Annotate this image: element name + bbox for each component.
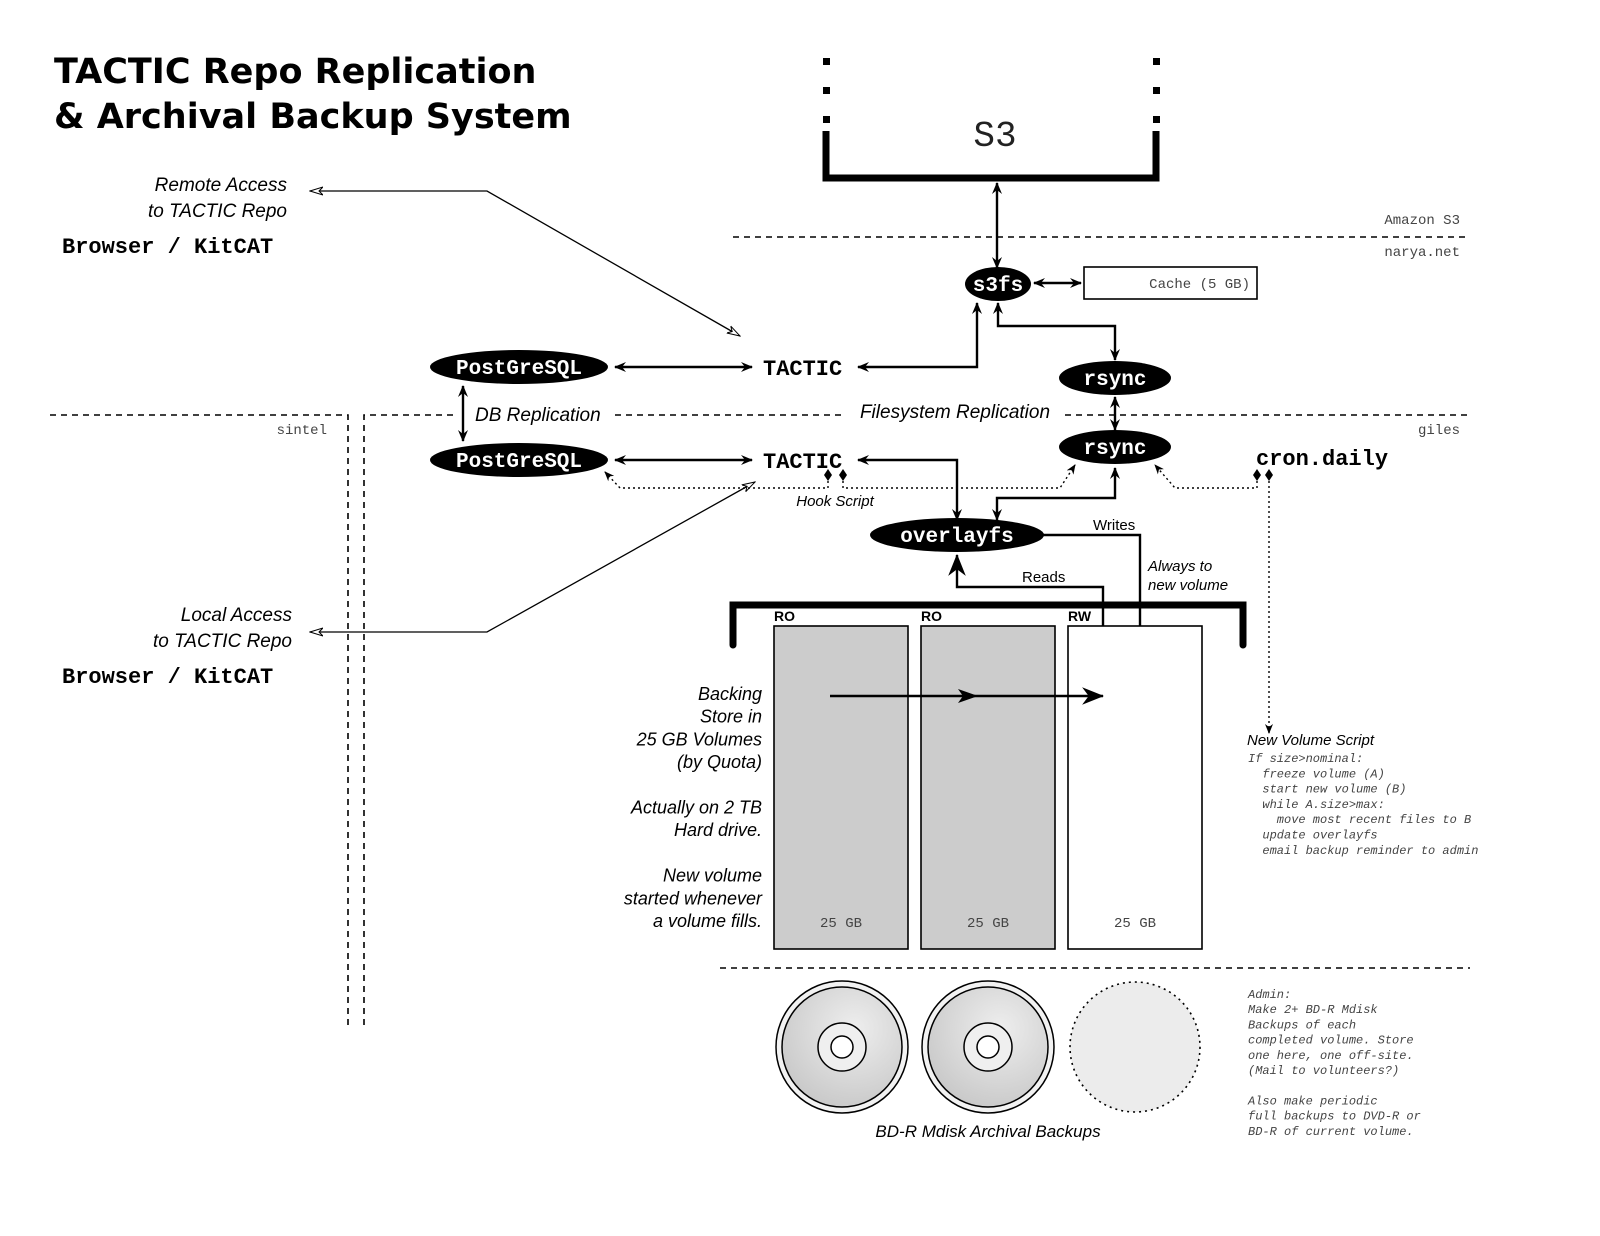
remote-client-label: Browser / KitCAT [62, 235, 273, 260]
remote-access-label-1: Remote Access [155, 175, 288, 196]
node-rsync-local[interactable]: rsync [1059, 430, 1171, 464]
volume-mode-label: RO [921, 608, 942, 624]
remote-access-label-2: to TACTIC Repo [148, 201, 287, 222]
zone-label-amazon: Amazon S3 [1384, 213, 1460, 229]
backing-note-line: a volume fills. [653, 911, 762, 931]
divider-sintel [50, 414, 349, 1025]
script-line: move most recent files to B [1248, 813, 1471, 827]
remote-access-arrow [310, 191, 740, 336]
discs [775, 980, 1201, 1114]
volume-size-label: 25 GB [967, 916, 1009, 932]
title-line-2: & Archival Backup System [54, 97, 572, 137]
always-label-2: new volume [1148, 577, 1228, 594]
volume-fill-arrow-mid [958, 689, 978, 703]
tactic-overlayfs-link [857, 455, 962, 521]
volume-1[interactable]: RO 25 GB [773, 608, 909, 950]
divider-giles-left [363, 414, 455, 1025]
local-client-label: Browser / KitCAT [62, 665, 273, 690]
admin-note-line: one here, one off-site. [1248, 1049, 1414, 1063]
script-line: email backup reminder to admin [1248, 844, 1478, 858]
title-line-1: TACTIC Repo Replication [54, 52, 536, 92]
zone-label-narya: narya.net [1384, 245, 1460, 261]
new-volume-script-code: If size>nominal: freeze volume (A) start… [1248, 752, 1478, 858]
node-tactic-remote[interactable]: TACTIC [763, 357, 842, 382]
zone-label-giles: giles [1418, 423, 1460, 439]
disc-1[interactable] [775, 980, 909, 1114]
script-line: start new volume (B) [1248, 783, 1406, 797]
backing-note-line: Hard drive. [674, 820, 762, 840]
volume-mode-label: RO [774, 608, 795, 624]
local-access-arrow [310, 482, 755, 632]
rsync-local-label: rsync [1083, 438, 1146, 461]
fs-replication-label: Filesystem Replication [860, 402, 1050, 423]
node-cron-daily[interactable]: cron.daily [1256, 447, 1388, 472]
admin-note-line: BD-R of current volume. [1248, 1125, 1414, 1139]
disc-3[interactable] [1069, 981, 1201, 1113]
script-line: update overlayfs [1248, 829, 1378, 843]
backing-note-line: (by Quota) [677, 752, 762, 772]
admin-note-line: Make 2+ BD-R Mdisk [1248, 1003, 1378, 1017]
volume-3[interactable]: RW 25 GB [1067, 608, 1203, 950]
discs-caption: BD-R Mdisk Archival Backups [875, 1122, 1101, 1141]
admin-note-line: Also make periodic [1247, 1094, 1378, 1108]
new-volume-script-title: New Volume Script [1247, 732, 1375, 749]
node-postgres-local[interactable]: PostGreSQL [430, 443, 608, 477]
hook-script-label: Hook Script [796, 493, 874, 510]
volume-mode-label: RW [1068, 608, 1092, 624]
admin-note-line: Backups of each [1248, 1018, 1356, 1032]
zone-label-sintel: sintel [277, 423, 327, 439]
backing-note-line: New volume [663, 866, 762, 886]
reads-label: Reads [1022, 569, 1065, 586]
local-access-label-1: Local Access [181, 605, 293, 626]
node-overlayfs[interactable]: overlayfs [870, 518, 1044, 552]
volume-size-label: 25 GB [820, 916, 862, 932]
postgres-remote-label: PostGreSQL [456, 358, 582, 381]
always-label-1: Always to [1147, 558, 1212, 575]
backing-note-line: Backing [698, 684, 762, 704]
writes-label: Writes [1093, 517, 1135, 534]
script-line: If size>nominal: [1248, 752, 1363, 766]
rsync-remote-label: rsync [1083, 369, 1146, 392]
s3fs-tactic-link [857, 302, 982, 372]
backing-note-line: Actually on 2 TB [630, 798, 762, 818]
local-access-label-2: to TACTIC Repo [153, 631, 292, 652]
admin-note-line: (Mail to volunteers?) [1248, 1064, 1399, 1078]
script-line: while A.size>max: [1248, 798, 1385, 812]
cron-connectors [1154, 464, 1273, 734]
backing-note-line: Store in [700, 707, 762, 727]
overlayfs-label: overlayfs [900, 526, 1013, 549]
node-postgres-remote[interactable]: PostGreSQL [430, 350, 608, 384]
node-rsync-remote[interactable]: rsync [1059, 361, 1171, 395]
node-cache[interactable]: Cache (5 GB) [1083, 266, 1258, 300]
volumes: RO 25 GB RO 25 GB RW 25 GB [773, 608, 1203, 950]
s3-label: S3 [973, 116, 1016, 157]
s3-bucket: S3 [822, 58, 1160, 182]
admin-note-line: full backups to DVD-R or [1248, 1110, 1421, 1124]
script-line: freeze volume (A) [1248, 767, 1385, 781]
node-s3fs[interactable]: s3fs [965, 267, 1031, 301]
backing-note-line: 25 GB Volumes [636, 729, 762, 749]
node-tactic-local[interactable]: TACTIC [763, 450, 842, 475]
rsync-overlayfs-link [992, 467, 1120, 521]
s3fs-rsync-link [993, 302, 1120, 361]
volume-2[interactable]: RO 25 GB [920, 608, 1056, 950]
admin-note-line: Admin: [1247, 988, 1291, 1002]
s3fs-label: s3fs [973, 275, 1023, 298]
volume-size-label: 25 GB [1114, 916, 1156, 932]
backing-store-bracket [729, 601, 1247, 649]
disc-2[interactable] [921, 980, 1055, 1114]
db-replication-label: DB Replication [475, 405, 601, 426]
postgres-local-label: PostGreSQL [456, 451, 582, 474]
admin-note-line: completed volume. Store [1248, 1034, 1414, 1048]
cache-label: Cache (5 GB) [1149, 277, 1250, 293]
backing-note-line: started whenever [624, 888, 763, 908]
